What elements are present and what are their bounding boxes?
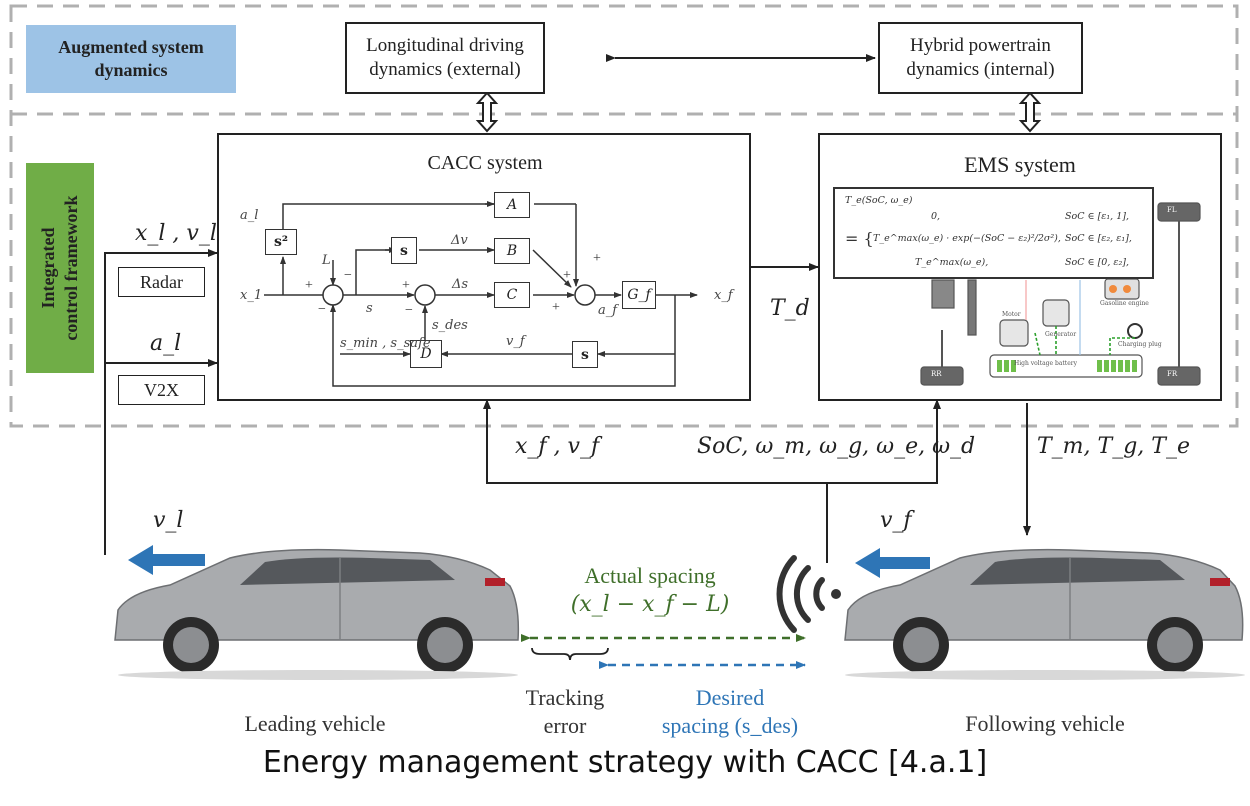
wheel-fl-label: FL [1167,206,1177,214]
block-c: C [494,282,530,308]
feedback-bus [486,403,938,484]
desired-spacing-label-line1: Desired [695,685,765,710]
hybrid-line2: dynamics (internal) [906,59,1055,80]
actual-spacing-label: Actual spacing [584,563,716,588]
ems-title: EMS system [964,152,1076,177]
v2x-box: V2X [118,375,205,405]
longitudinal-dynamics-box: Longitudinal driving dynamics (external) [345,22,545,94]
hybrid-line1: Hybrid powertrain [910,35,1051,56]
signal-al: a_l [150,331,182,356]
generator-label: Generator [1045,331,1077,338]
following-vehicle-image [844,548,1245,680]
framework-label-line2: control framework [61,195,81,341]
following-vehicle-label: Following vehicle [965,711,1125,736]
block-s-squared: s² [265,229,297,255]
desired-spacing-label-line2: spacing (s_des) [661,713,799,738]
longitudinal-line2: dynamics (external) [369,59,521,80]
formula-lhs: T_e(SoC, ω_e) [845,195,913,206]
engine-torque-formula: T_e(SoC, ω_e) = { 0, SoC ∈ [ε₁, 1], T_e^… [833,187,1154,279]
cacc-label-sdes: s_des [432,318,468,333]
sign-plus-s: + [402,278,410,293]
signal-vf: v_f [880,508,912,533]
following-velocity-arrow [855,548,930,578]
integrated-framework-label: Integrated control framework [26,163,94,373]
block-s-derivative: s [391,237,417,264]
powertrain-schematic [920,202,1201,386]
figure-caption: Energy management strategy with CACC [4.… [262,745,988,780]
sign-minus-sdes: − [405,303,413,318]
tracking-error-label-line2: error [543,713,587,738]
block-a: A [494,192,530,218]
cacc-label-af: a_f [598,303,618,318]
formula-brace: = { [845,229,874,248]
radar-box: Radar [118,267,205,297]
sign-minus-L: − [344,268,352,283]
cacc-label-ds: Δs [452,277,469,292]
wheel-fr-label: FR [1167,370,1178,378]
cacc-title: CACC system [427,152,543,174]
formula-case2-cond: SoC ∈ [ε₂, ε₁], [1065,233,1132,244]
hybrid-powertrain-box: Hybrid powertrain dynamics (internal) [878,22,1083,94]
formula-case2-expr: T_e^max(ω_e) · exp(−(SoC − ε₂)²/2σ²), [873,233,1061,244]
cacc-system-box [217,133,751,401]
block-gf: G_f [622,281,656,309]
cacc-label-dv: Δv [451,233,468,248]
cacc-label-smin-safe: s_min , s_safe [340,336,431,351]
formula-case3-expr: T_e^max(ω_e), [915,257,989,268]
sign-plus-a: + [593,251,601,266]
ems-system-box [818,133,1222,401]
motor-label: Motor [1002,311,1021,318]
signal-xl-vl: x_l , v_l [135,221,217,246]
wheel-rr-label: RR [931,370,942,378]
cacc-label-vf: v_f [506,334,525,349]
cacc-label-xf: x_f [714,288,733,303]
leading-vehicle-image [114,548,520,680]
cacc-label-x1: x_1 [240,288,263,303]
wireless-signal-icon [776,555,841,633]
sign-plus-c: + [552,300,560,315]
hollow-arrow-left [475,91,499,133]
cacc-wiring [264,201,698,387]
block-b: B [494,238,530,264]
battery-label: High voltage battery [1014,360,1078,367]
actual-spacing-formula: (x_l − x_f − L) [570,592,730,617]
hollow-arrow-right [1018,91,1042,133]
leading-vehicle-label: Leading vehicle [244,711,386,736]
sign-plus-b: + [563,268,571,283]
block-d: D [410,340,442,368]
signal-td: T_d [770,296,810,321]
formula-case1-expr: 0, [931,211,941,222]
cacc-label-al: a_l [240,208,259,223]
tracking-error-label-line1: Tracking [525,685,605,710]
signal-vl: v_l [153,508,184,533]
longitudinal-line1: Longitudinal driving [366,35,524,56]
formula-case3-cond: SoC ∈ [0, ε₂], [1065,257,1129,268]
signal-states: SoC, ω_m, ω_g, ω_e, ω_d [697,434,976,459]
cacc-label-s: s [366,301,373,316]
engine-label: Gasoline engine [1100,300,1149,307]
signal-torques: T_m, T_g, T_e [1037,434,1190,459]
framework-label-line1: Integrated [38,227,58,309]
sign-plus-x1: + [305,278,313,293]
cacc-label-L: L [322,253,331,268]
formula-case1-cond: SoC ∈ [ε₁, 1], [1065,211,1129,222]
augmented-system-label: Augmented system dynamics [26,25,236,93]
leading-velocity-arrow [128,545,205,575]
tracking-error-brace [531,647,609,661]
block-s-feedback: s [572,341,598,368]
charging-plug-label: Charging plug [1118,341,1162,348]
signal-xf-vf: x_f , v_f [515,434,600,459]
sign-minus-feedback: − [318,302,326,317]
